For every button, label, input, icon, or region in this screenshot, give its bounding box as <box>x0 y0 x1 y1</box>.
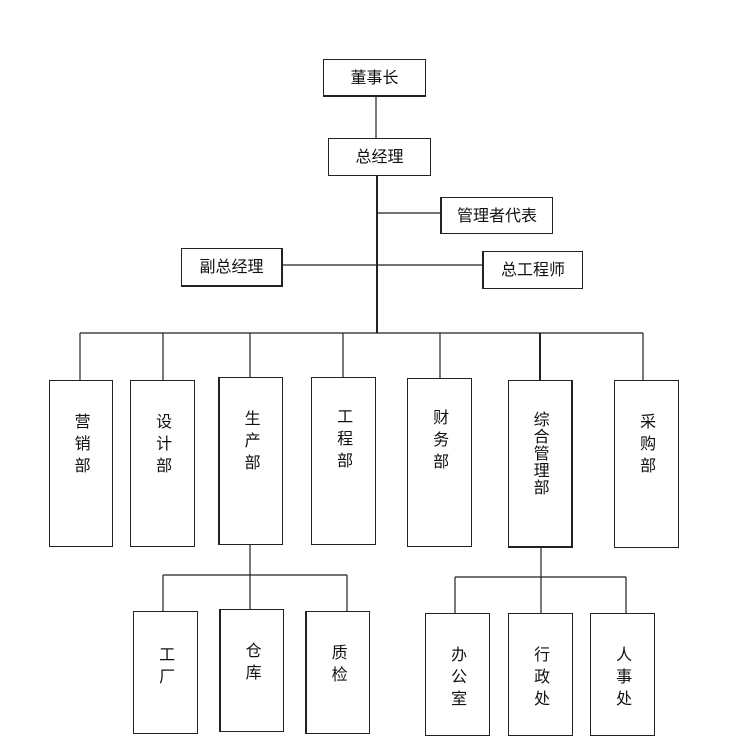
chief-engineer-label: 总工程师 <box>500 260 565 279</box>
unit-hr-box: 人事处 <box>590 613 655 736</box>
dept-purchasing-label: 采购部 <box>637 413 657 479</box>
dept-production-box: 生产部 <box>218 377 283 545</box>
unit-office-box: 办公室 <box>425 613 490 736</box>
unit-hr-label: 人事处 <box>613 646 633 712</box>
unit-factory-box: 工厂 <box>133 611 198 734</box>
unit-office-label: 办公室 <box>448 646 468 712</box>
unit-qc-label: 质检 <box>328 644 348 688</box>
chairman-box: 董事长 <box>323 59 426 97</box>
unit-administration-label: 行政处 <box>531 646 551 712</box>
dept-sales-box: 营销部 <box>49 380 113 547</box>
dept-general-mgmt-box: 综合管理部 <box>508 380 573 548</box>
mgmt-rep-box: 管理者代表 <box>440 197 553 234</box>
unit-warehouse-box: 仓库 <box>219 609 284 732</box>
gm-label: 总经理 <box>355 147 404 166</box>
dept-engineering-box: 工程部 <box>311 377 376 545</box>
dept-engineering-label: 工程部 <box>334 408 354 474</box>
dept-purchasing-box: 采购部 <box>614 380 679 548</box>
dept-design-label: 设计部 <box>153 413 173 479</box>
unit-warehouse-label: 仓库 <box>242 642 262 686</box>
unit-qc-box: 质检 <box>305 611 370 734</box>
deputy-gm-label: 副总经理 <box>199 257 264 276</box>
dept-finance-box: 财务部 <box>407 378 472 547</box>
deputy-gm-box: 副总经理 <box>181 248 283 287</box>
gm-box: 总经理 <box>328 138 431 176</box>
dept-sales-label: 营销部 <box>71 413 91 479</box>
unit-administration-box: 行政处 <box>508 613 573 736</box>
dept-finance-label: 财务部 <box>430 409 450 475</box>
mgmt-rep-label: 管理者代表 <box>456 205 537 225</box>
chief-engineer-box: 总工程师 <box>482 251 583 289</box>
chairman-label: 董事长 <box>350 67 399 87</box>
unit-factory-label: 工厂 <box>156 646 176 690</box>
dept-design-box: 设计部 <box>130 380 195 547</box>
dept-production-label: 生产部 <box>241 410 261 476</box>
dept-general-mgmt-label: 综合管理部 <box>530 411 550 496</box>
